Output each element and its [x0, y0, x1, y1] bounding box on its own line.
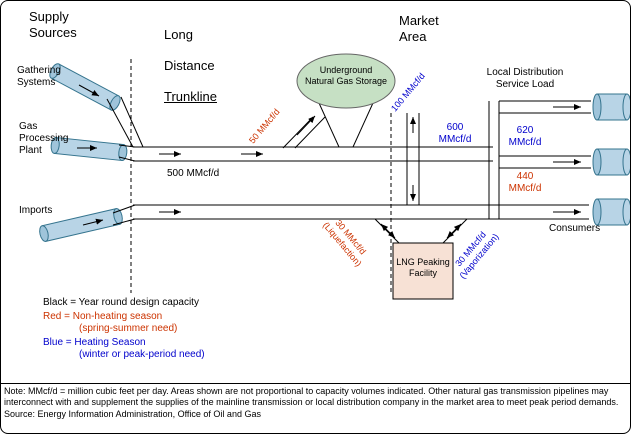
zone-separator-dashed-lines — [130, 59, 392, 293]
flow-arrows — [77, 84, 581, 239]
legend-red-sub: (spring-summer need) — [79, 323, 178, 334]
footer-source: Source: Energy Information Administratio… — [4, 408, 261, 419]
label-local-distribution: Local Distribution Service Load — [486, 67, 564, 90]
lng-facility-box — [392, 242, 454, 300]
footer-note-area: Note: MMcf/d = million cubic feet per da… — [1, 383, 630, 433]
imports-pipe-cylinder — [39, 208, 123, 242]
pipeline-lines — [106, 96, 591, 244]
processing-pipe-cylinder — [50, 136, 128, 162]
title-long-distance-trunkline: Long Distance Trunkline — [164, 11, 217, 120]
flow-trunkline-500: 500 MMcf/d — [167, 168, 220, 179]
consumer-cylinder-bottom — [592, 198, 630, 226]
label-gas-processing-plant: Gas Processing Plant — [19, 121, 69, 156]
title-long-line3: Trunkline — [164, 88, 217, 104]
legend-red: Red = Non-heating season — [43, 311, 163, 322]
legend-blue: Blue = Heating Season — [43, 337, 146, 348]
consumer-cylinder-top — [592, 93, 630, 121]
title-market-area: Market Area — [399, 13, 439, 44]
legend-blue-sub: (winter or peak-period need) — [79, 349, 205, 360]
flow-nonheating-440: 440 MMcf/d — [508, 171, 542, 194]
label-underground-storage: Underground Natural Gas Storage — [304, 65, 388, 86]
label-lng-peaking-facility: LNG Peaking Facility — [396, 257, 450, 278]
label-imports: Imports — [19, 205, 53, 216]
footer-note: Note: MMcf/d = million cubic feet per da… — [4, 386, 619, 407]
title-long-line2: Distance — [164, 57, 215, 73]
label-gathering-systems: Gathering Systems — [17, 65, 61, 88]
title-long-line1: Long — [164, 26, 193, 42]
gathering-pipe-cylinder — [49, 63, 121, 111]
label-consumers: Consumers — [549, 223, 601, 234]
flow-market-total-600: 600 MMcf/d — [438, 122, 472, 145]
consumer-cylinder-middle — [592, 148, 630, 176]
legend-black: Black = Year round design capacity — [43, 297, 199, 308]
storage-ellipse — [296, 53, 396, 109]
flow-heating-620: 620 MMcf/d — [508, 125, 542, 148]
title-supply-sources: Supply Sources — [29, 9, 77, 40]
